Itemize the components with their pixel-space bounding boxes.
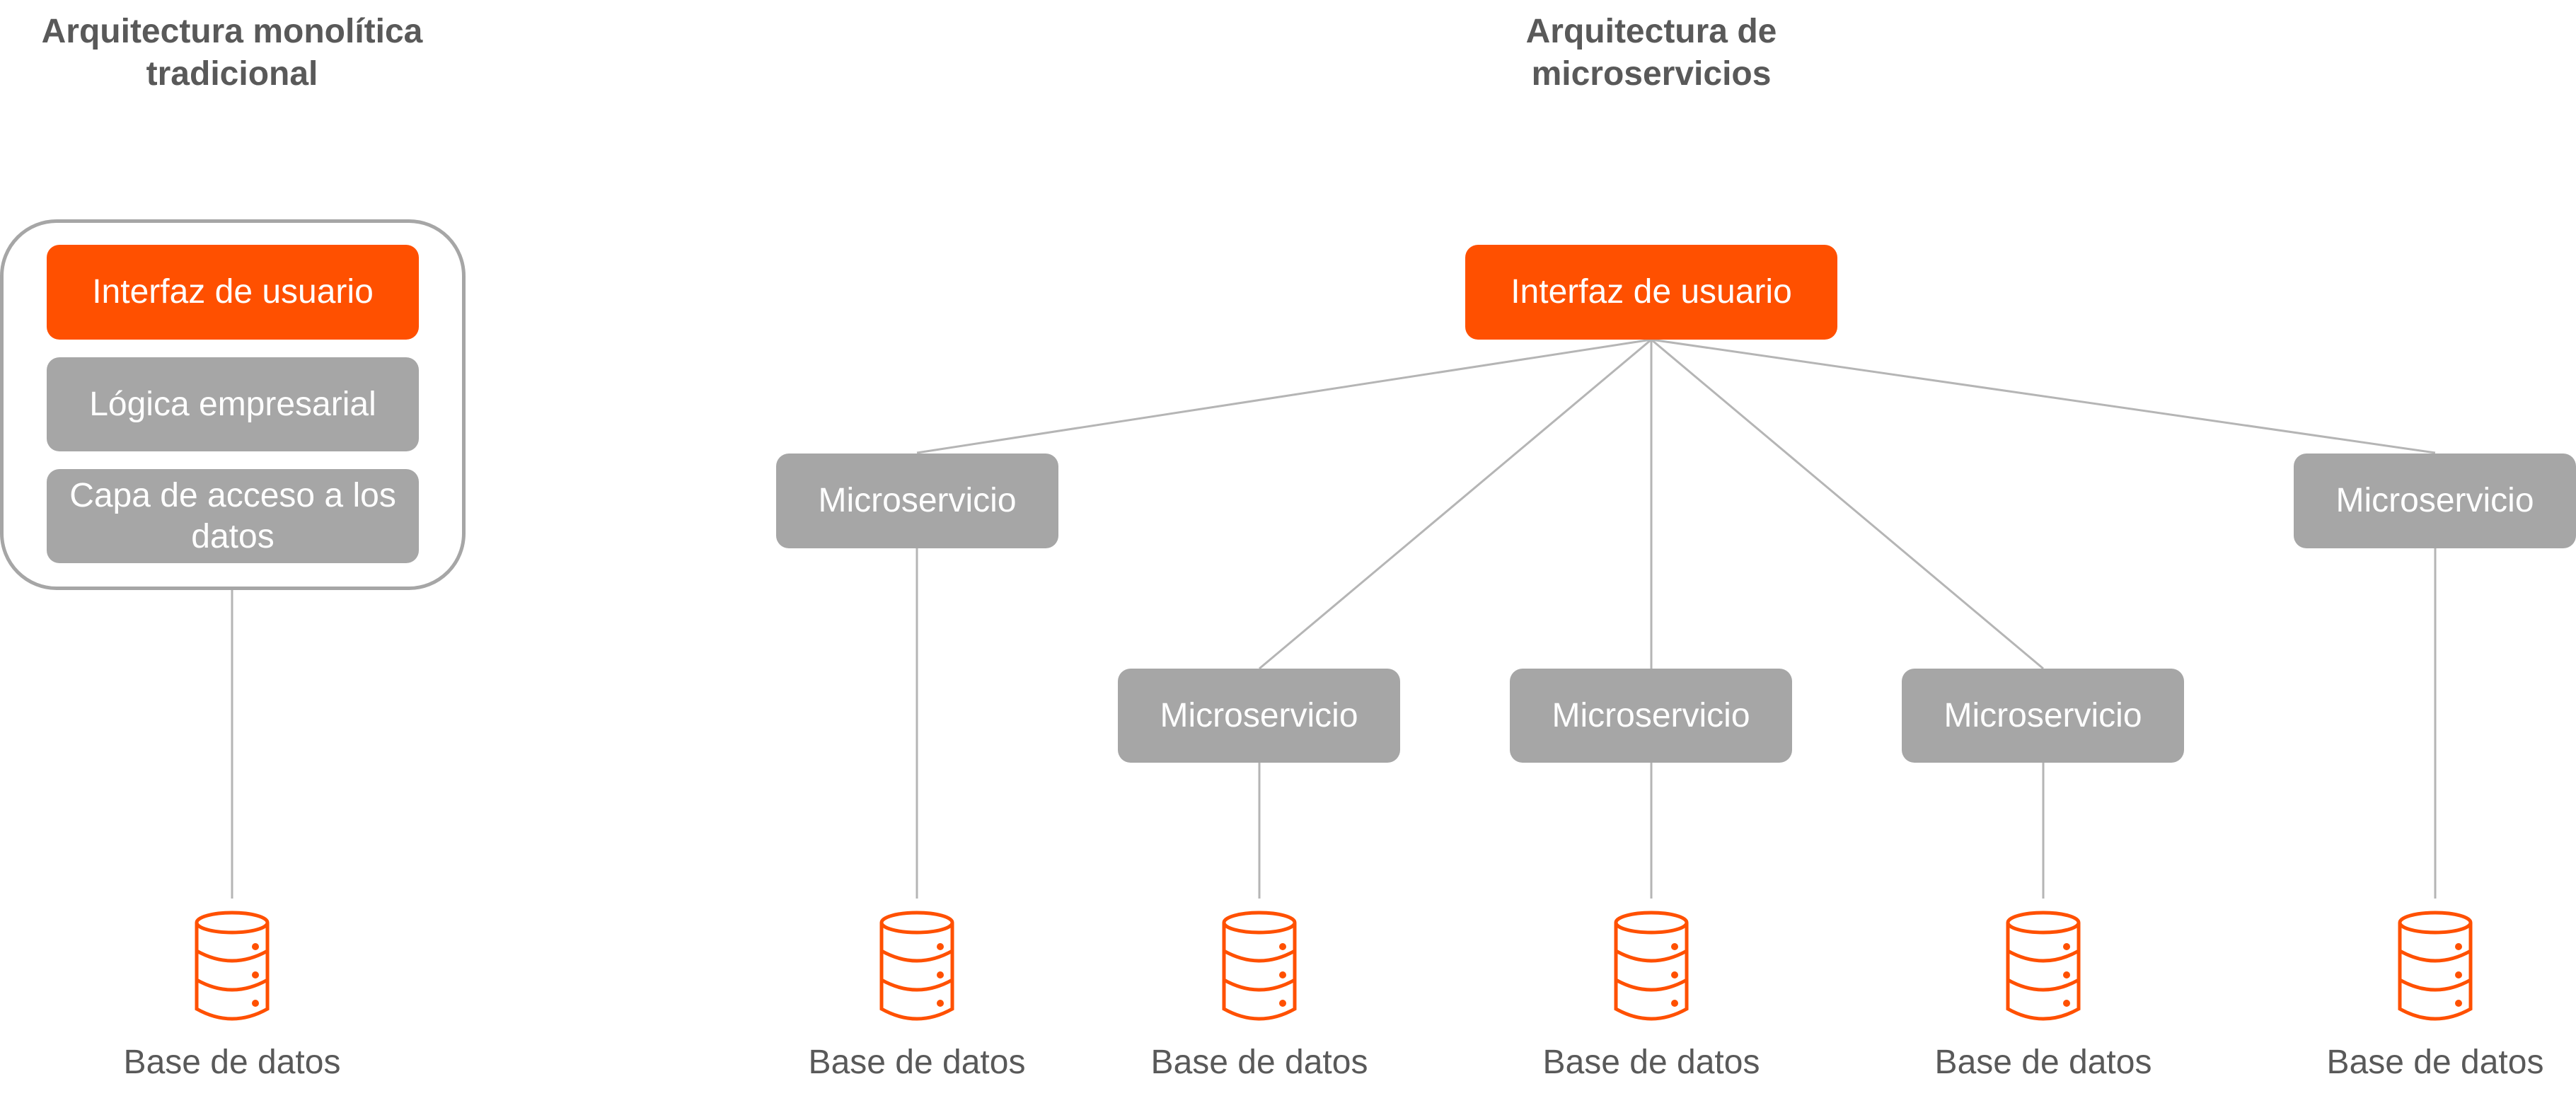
database-label: Base de datos xyxy=(1542,1044,1760,1081)
database-icon xyxy=(879,911,954,1021)
database-icon xyxy=(2006,911,2081,1021)
database-label: Base de datos xyxy=(1934,1044,2152,1081)
microservice-box-2: Microservicio xyxy=(1118,669,1400,763)
database-label: Base de datos xyxy=(2326,1044,2544,1081)
database-label: Base de datos xyxy=(123,1044,341,1081)
microservice-box-5: Microservicio xyxy=(2294,454,2576,548)
monolithic-title: Arquitectura monolítica tradicional xyxy=(41,13,423,93)
microservice-box-3: Microservicio xyxy=(1510,669,1792,763)
database-icon xyxy=(1614,911,1689,1021)
micro-ui-box: Interfaz de usuario xyxy=(1465,245,1837,340)
database-label: Base de datos xyxy=(808,1044,1026,1081)
monolithic-data-access-layer: Capa de acceso a los datos xyxy=(47,469,419,563)
microservice-box-1: Microservicio xyxy=(776,454,1058,548)
microservices-title: Arquitectura de microservicios xyxy=(1525,13,1777,93)
microservice-box-4: Microservicio xyxy=(1902,669,2184,763)
monolithic-ui-layer: Interfaz de usuario xyxy=(47,245,419,340)
database-label: Base de datos xyxy=(1150,1044,1368,1081)
database-icon xyxy=(1222,911,1297,1021)
monolithic-logic-layer: Lógica empresarial xyxy=(47,357,419,451)
monolithic-frame xyxy=(0,219,466,590)
database-icon xyxy=(2398,911,2473,1021)
database-icon xyxy=(195,911,270,1021)
